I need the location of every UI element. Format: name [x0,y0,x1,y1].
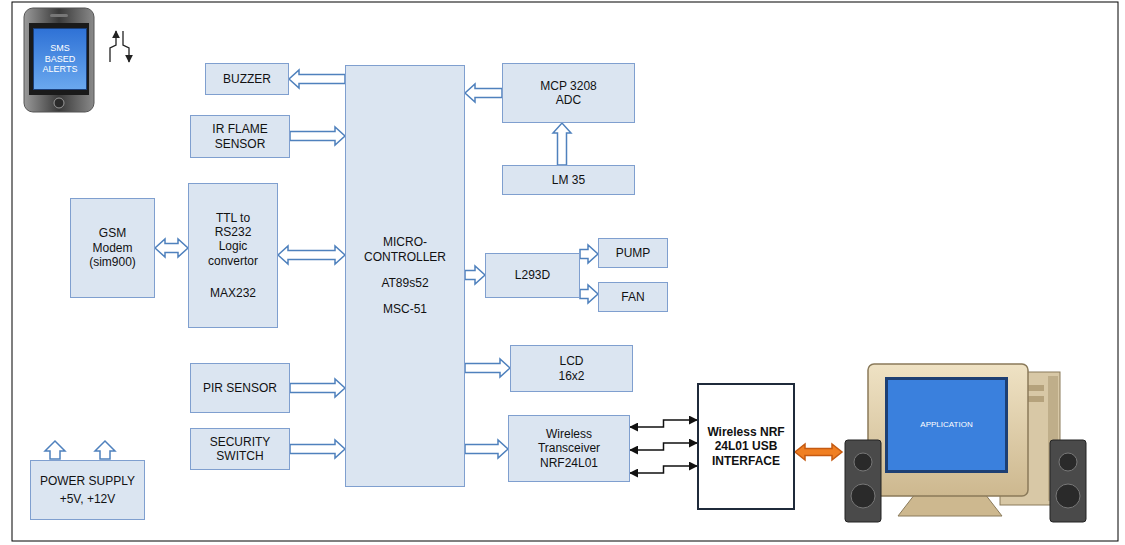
sensor-box: IR FLAME SENSOR [190,115,290,158]
driver-box: L293D [485,253,580,298]
block-arrow [465,359,510,377]
node-label: TTL to RS232 Logic convertor [201,211,265,269]
modem-box: GSM Modem (sim900) [70,198,155,298]
node-label: PIR SENSOR [203,381,277,395]
power-supply-box: POWER SUPPLY +5V, +12V [30,460,145,520]
block-arrow [289,70,345,88]
adc-box: MCP 3208 ADC [502,63,635,123]
block-arrow [580,245,598,263]
node-label: LCD 16x2 [552,354,592,383]
phone-screen: SMS BASED ALERTS [33,28,87,90]
wireless-link [630,443,697,450]
wireless-link [630,420,697,427]
node-label: LM 35 [552,173,585,187]
node-label: Wireless NRF 24L01 USB INTERFACE [706,425,786,468]
node-label: MCP 3208 ADC [537,79,601,108]
node-label: MAX232 [210,286,256,300]
node-label: FAN [621,290,644,304]
node-label: Wireless Transceiver NRF24L01 [527,427,611,470]
display-box: LCD 16x2 [510,345,633,392]
block-arrow [465,440,508,458]
block-arrow [290,440,345,458]
output-box: BUZZER [205,63,289,95]
node-label: BUZZER [223,72,271,86]
node-label: L293D [515,268,550,282]
block-arrow [580,285,598,303]
computer-node: APPLICATION [842,362,1092,530]
node-label: IR FLAME SENSOR [204,122,276,151]
node-label: MSC-51 [383,302,427,316]
node-label: GSM Modem (sim900) [83,226,143,269]
node-label: MICRO- CONTROLLER [357,235,453,264]
frame [12,2,1118,541]
phone-button [54,98,64,108]
usb-interface-box: Wireless NRF 24L01 USB INTERFACE [697,383,795,510]
wireless-symbol [110,31,116,62]
speaker-cone [851,484,875,508]
converter-box: TTL to RS232 Logic convertorMAX232 [188,183,278,328]
sensor-box: LM 35 [502,165,635,195]
speaker [845,440,881,522]
output-box: PUMP [598,238,668,268]
node-label: PUMP [616,246,651,260]
wireless-link [630,466,697,473]
controller-box: MICRO- CONTROLLER AT89s52MSC-51 [345,65,465,487]
monitor-body [868,364,1028,496]
transceiver-box: Wireless Transceiver NRF24L01 [508,415,630,482]
node-label: AT89s52 [381,276,428,290]
block-arrow [465,84,502,102]
node-label: SMS BASED ALERTS [37,43,83,75]
speaker [1050,440,1086,522]
phone-bezel [29,23,89,95]
block-arrow [795,444,842,460]
node-label: APPLICATION [888,362,1005,430]
speaker-cone [1059,453,1077,471]
phone-speaker [50,14,68,17]
node-label: SECURITY SWITCH [204,435,276,464]
output-box: FAN [598,282,668,312]
node-label: POWER SUPPLY [40,474,135,488]
block-arrow [278,246,345,264]
block-arrow [465,266,485,284]
monitor-stand [898,494,1002,516]
speaker-cone [1056,484,1080,508]
phone-body [24,8,94,112]
block-arrow [155,239,188,257]
power-arrow [95,441,115,459]
wireless-symbol [123,31,129,62]
sensor-box: PIR SENSOR [190,363,290,413]
node-label: +5V, +12V [60,492,116,506]
block-arrow [290,379,345,397]
block-arrow [290,127,345,145]
switch-box: SECURITY SWITCH [190,428,290,470]
block-arrow [553,123,571,165]
power-arrow [45,441,65,459]
speaker-cone [854,453,872,471]
